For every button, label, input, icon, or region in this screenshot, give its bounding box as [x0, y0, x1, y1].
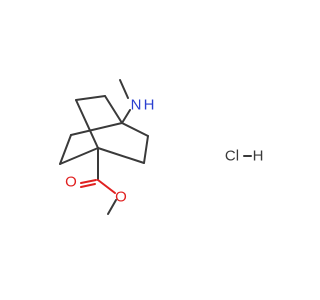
bond-carbonyl-double-b	[80, 183, 96, 188]
bond-c4-n	[121, 109, 131, 124]
methyl-ester-group: O O	[65, 147, 127, 215]
bond-carbonyl-double-a	[80, 179, 97, 184]
bond-c4-bridge3a	[121, 122, 149, 137]
atom-chlorine: Cl	[225, 148, 239, 165]
atom-salt-hydrogen: H	[253, 148, 264, 165]
bond-bridge1a-bridge1b	[75, 95, 106, 101]
atom-nitrogen: N	[131, 97, 142, 114]
bond-c4-bridge1a	[104, 95, 123, 124]
bond-n-methyl	[119, 79, 129, 99]
methylamino-group: N H	[119, 79, 155, 124]
bond-c4-bridge2a	[70, 122, 123, 136]
bond-carbonyl-to-ester-o	[97, 179, 116, 194]
bicyclooctane-cage	[59, 95, 149, 165]
bond-bridge2b-c1	[59, 147, 99, 165]
hydrochloride-salt: Cl H	[225, 148, 264, 165]
bond-bridge2a-bridge2b	[59, 134, 72, 165]
bond-bridge3a-bridge3b	[143, 135, 149, 164]
bond-bridge3b-c1	[97, 147, 145, 164]
chemical-structure: N H O O Cl H	[59, 79, 264, 215]
bond-bridge1b-c1	[75, 99, 99, 149]
atom-hydrogen-on-nitrogen: H	[144, 97, 155, 114]
atom-ester-oxygen: O	[115, 189, 127, 206]
bond-ester-o-methyl	[107, 199, 117, 215]
atom-carbonyl-oxygen: O	[65, 174, 77, 191]
